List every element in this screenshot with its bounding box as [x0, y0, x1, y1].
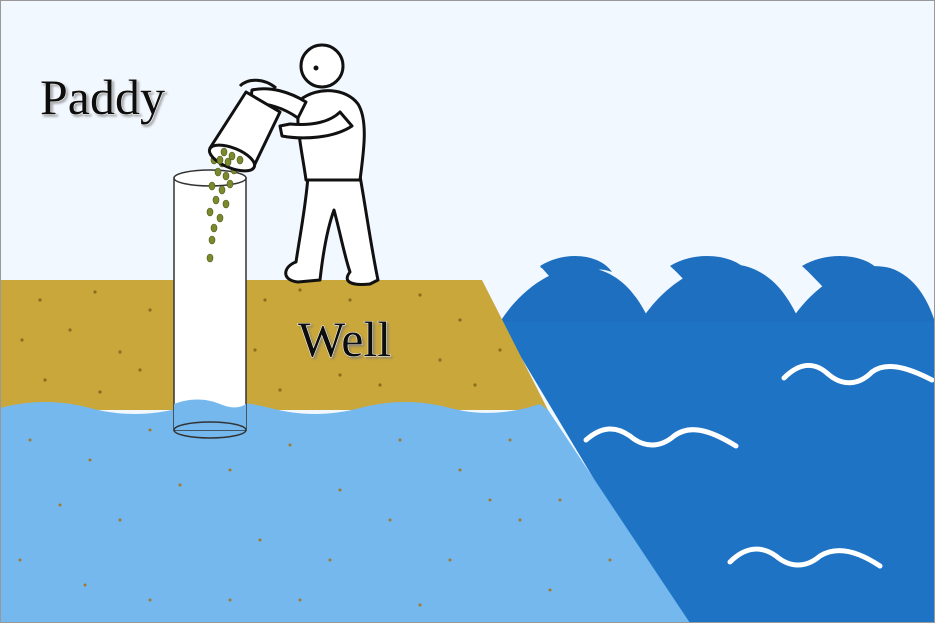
well-label: Well: [298, 311, 391, 367]
sea-waves: [500, 256, 935, 322]
person-head: [301, 45, 343, 87]
paddy-label: Paddy: [40, 69, 165, 125]
person-eye: [314, 66, 319, 71]
soil-layer: [0, 280, 548, 410]
